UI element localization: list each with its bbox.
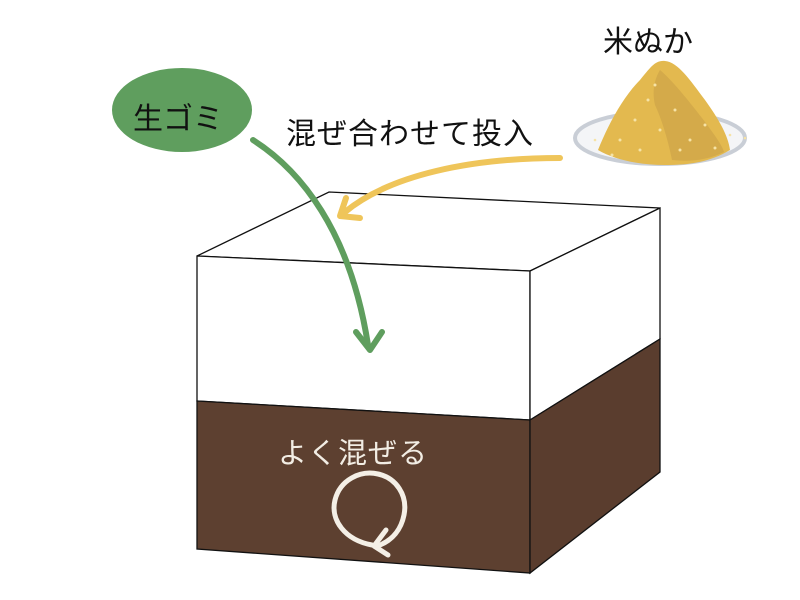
- mix-and-add-label: 混ぜ合わせて投入: [286, 117, 534, 152]
- food-waste-arrow: [250, 137, 371, 348]
- soil-front-face: [196, 400, 531, 574]
- circular-arrow-icon: [331, 470, 408, 558]
- rice-bran-label: 米ぬか: [603, 25, 693, 60]
- food-waste-label: 生ゴミ: [133, 102, 223, 137]
- food-waste-bubble: [112, 68, 252, 152]
- rice-bran-speckles: [593, 83, 747, 157]
- rice-bran-arrow: [342, 155, 563, 215]
- soil-right-face: [529, 337, 661, 575]
- food-waste-arrowhead: [353, 329, 385, 353]
- rice-bran-shadow: [653, 70, 724, 161]
- rice-bran-arrowhead: [337, 195, 363, 221]
- stir-well-label: よく混ぜる: [278, 436, 429, 470]
